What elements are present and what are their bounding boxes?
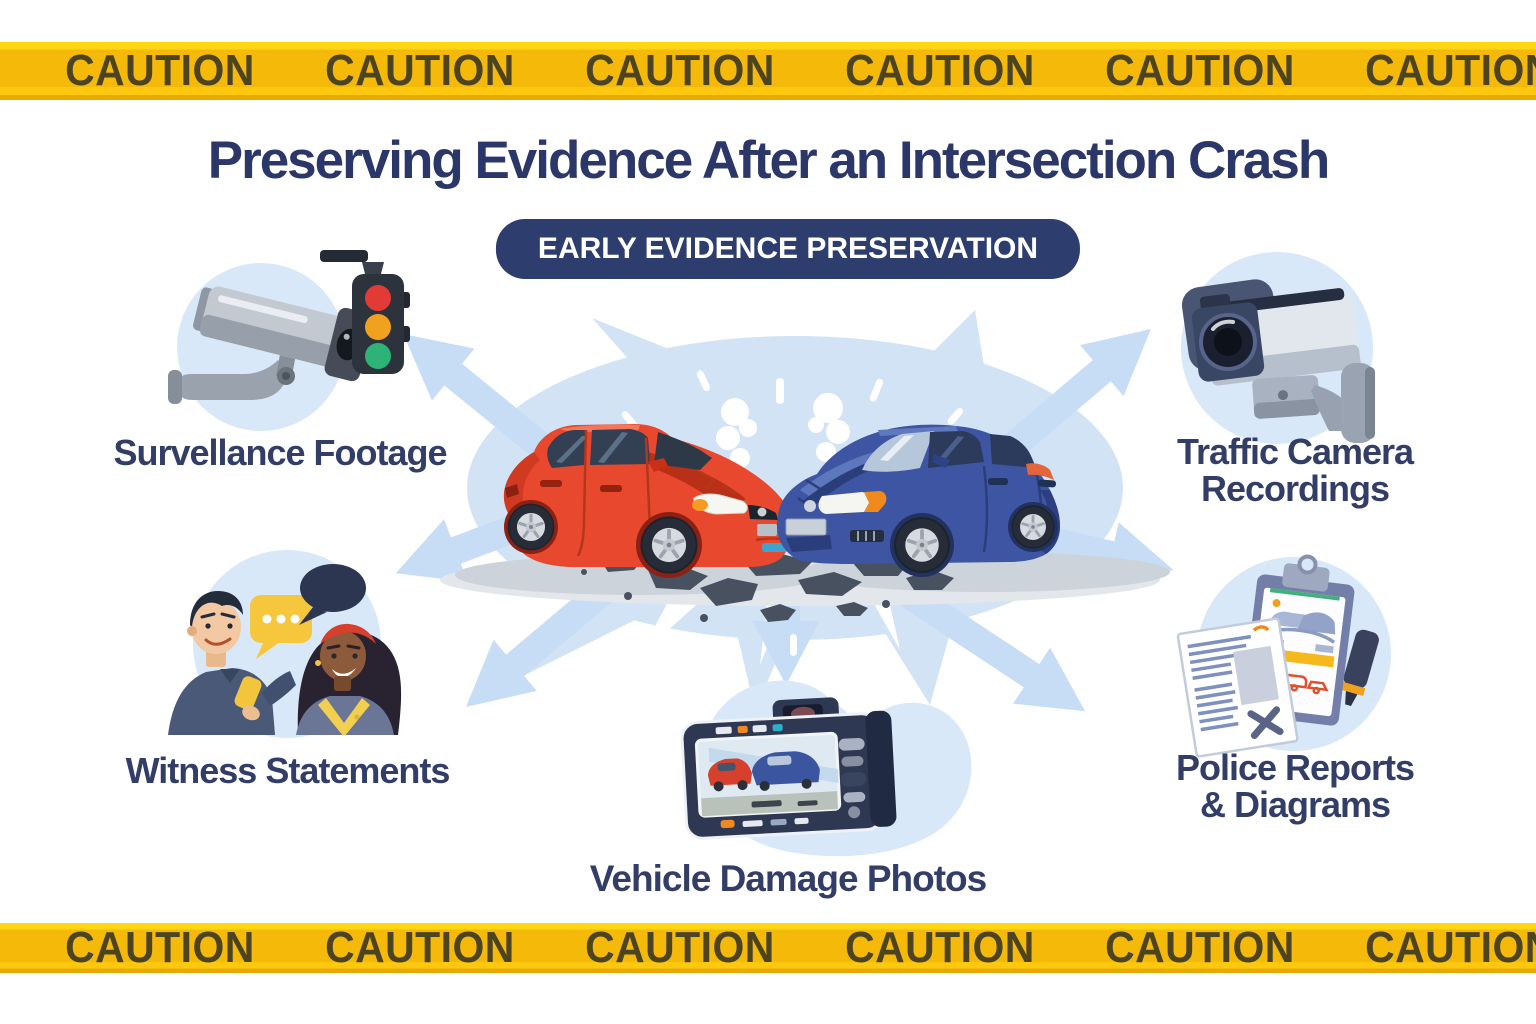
early-evidence-badge: EARLY EVIDENCE PRESERVATION <box>495 219 1081 279</box>
camera-back <box>680 697 897 840</box>
traffic-light-icon <box>320 250 410 374</box>
traffic-camera-label-line2: Recordings <box>1200 468 1390 509</box>
traffic-camera-label-line1: Traffic Camera <box>1176 431 1414 472</box>
report-document <box>1176 617 1299 758</box>
marker-pen <box>1340 629 1379 707</box>
caution-text: CAUTION <box>325 923 515 972</box>
caution-text: CAUTION <box>65 923 255 972</box>
caution-text: CAUTION <box>65 46 255 95</box>
speech-bubble-navy <box>299 564 366 625</box>
caution-text: CAUTION <box>845 46 1035 95</box>
caution-text: CAUTION <box>1365 46 1536 95</box>
speech-bubble-yellow <box>250 595 312 659</box>
surveillance-footage-label: Survellance Footage <box>113 432 447 473</box>
red-car <box>503 424 792 578</box>
caution-text: CAUTION <box>1105 46 1295 95</box>
page-title: Preserving Evidence After an Intersectio… <box>207 131 1331 190</box>
caution-tape-bottom: CAUTION CAUTION CAUTION CAUTION CAUTION … <box>0 923 1536 973</box>
caution-text: CAUTION <box>1365 923 1536 972</box>
smoke-puffs <box>621 370 963 656</box>
traffic-camera-icon <box>1181 252 1375 444</box>
witness-statements-label: Witness Statements <box>125 750 451 791</box>
two-people-talking-icon <box>168 550 402 738</box>
clipboard-report-document-icon <box>1176 554 1391 758</box>
caution-text: CAUTION <box>325 46 515 95</box>
cctv-camera-and-traffic-light-icon <box>168 250 410 431</box>
caution-text: CAUTION <box>1105 923 1295 972</box>
blue-car <box>777 424 1060 577</box>
police-reports-label-line2: & Diagrams <box>1199 784 1391 825</box>
traffic-camera-body <box>1181 279 1375 443</box>
police-reports-diagrams-label: Police Reports & Diagrams <box>1135 749 1455 823</box>
caution-text: CAUTION <box>585 46 775 95</box>
witness-man <box>168 591 296 735</box>
police-reports-label-line1: Police Reports <box>1175 747 1415 788</box>
witness-woman <box>296 623 402 735</box>
cctv-camera <box>168 286 374 404</box>
digital-camera-crash-photo-icon <box>680 680 972 857</box>
caution-tape-top: CAUTION CAUTION CAUTION CAUTION CAUTION … <box>0 42 1536 100</box>
traffic-camera-recordings-label: Traffic Camera Recordings <box>1135 433 1455 507</box>
caution-text: CAUTION <box>845 923 1035 972</box>
caution-text: CAUTION <box>585 923 775 972</box>
arrow-to-police-diagonal <box>897 580 1086 712</box>
vehicle-damage-photos-label: Vehicle Damage Photos <box>589 858 987 899</box>
